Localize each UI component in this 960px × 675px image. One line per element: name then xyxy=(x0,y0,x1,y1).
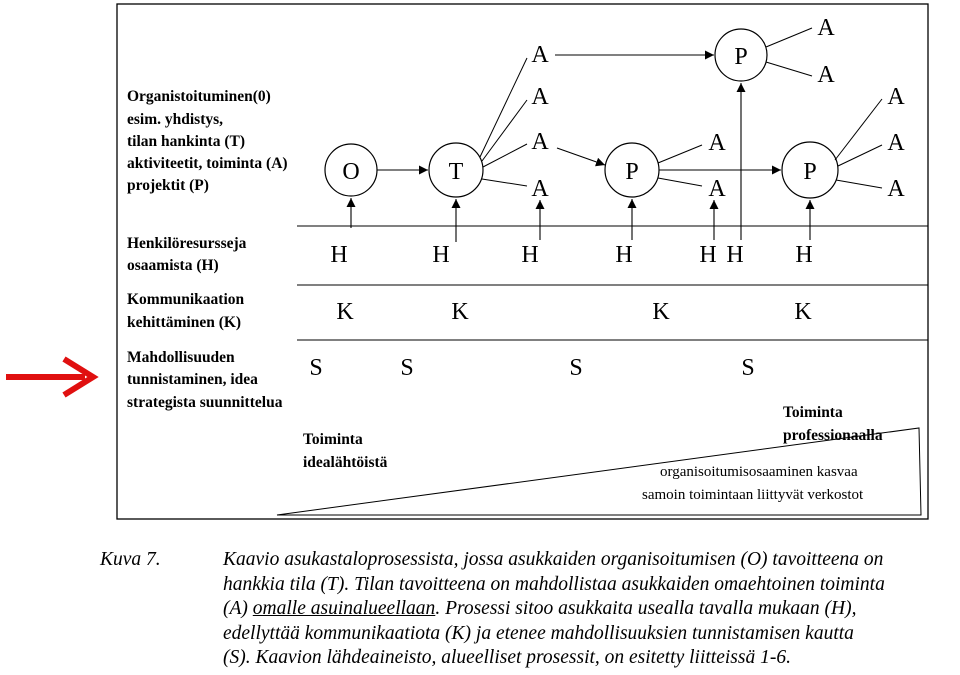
node-p-top xyxy=(714,28,768,82)
caption-segment: (A) xyxy=(223,598,253,619)
branch-line xyxy=(837,144,883,167)
a-letter: A xyxy=(531,176,549,202)
arrow-a-to-p xyxy=(556,147,606,167)
growth-note: organisoitumisosaaminen kasvaa samoin to… xyxy=(642,464,864,503)
a-letter: A xyxy=(708,130,726,156)
communication-label: Kommunikaation kehittäminen (K) xyxy=(127,291,248,331)
k-letter: K xyxy=(652,299,670,325)
k-letter: K xyxy=(794,299,812,325)
node-p-last xyxy=(781,141,839,199)
branch-line xyxy=(479,57,528,158)
branch-line xyxy=(765,27,813,48)
caption-line: edellyttää kommunikaatiota (K) ja etenee… xyxy=(223,622,854,644)
s-letter: S xyxy=(741,355,754,381)
organization-label: Organistoituminen(0) esim. yhdistys, til… xyxy=(127,88,291,194)
caption-line: hankkia tila (T). Tilan tavoitteena on m… xyxy=(223,573,885,595)
opportunity-label: Mahdollisuuden tunnistaminen, idea strat… xyxy=(127,349,283,411)
human-resources-label: Henkilöresursseja osaamista (H) xyxy=(127,235,250,274)
a-letter: A xyxy=(531,84,549,110)
a-letter: A xyxy=(817,15,835,41)
caption-line: (S). Kaavion lähdeaineisto, alueelliset … xyxy=(223,647,791,668)
figure-number: Kuva 7. xyxy=(100,549,161,570)
growth-wedge xyxy=(276,427,922,516)
node-p-top-label: P xyxy=(734,44,747,70)
process-diagram: Organistoituminen(0) esim. yhdistys, til… xyxy=(6,3,929,520)
h-letter: H xyxy=(795,242,812,268)
red-pointer-arrow-icon xyxy=(6,356,99,398)
branch-line xyxy=(765,61,813,77)
ideal-label: Toiminta idealähtöistä xyxy=(303,431,388,471)
branch-line xyxy=(482,143,528,168)
h-letter: H xyxy=(726,242,743,268)
caption-text: Kaavio asukastaloprosessista, jossa asuk… xyxy=(223,548,960,671)
h-letter: H xyxy=(521,242,538,268)
s-letter: S xyxy=(309,355,322,381)
node-t-label: T xyxy=(449,159,464,185)
node-t xyxy=(428,142,484,198)
a-letter: A xyxy=(887,176,905,202)
caption-line: (A) omalle asuinalueellaan. Prosessi sit… xyxy=(223,597,960,622)
caption-segment: . Prosessi sitoo asukkaita usealla taval… xyxy=(435,598,857,619)
a-letter: A xyxy=(817,62,835,88)
branch-line xyxy=(481,99,528,162)
a-letter: A xyxy=(887,84,905,110)
caption-line: Kaavio asukastaloprosessista, jossa asuk… xyxy=(223,549,884,570)
branch-line xyxy=(834,98,883,161)
h-letter: H xyxy=(699,242,716,268)
a-letter: A xyxy=(708,176,726,202)
caption-underlined: omalle asuinalueellaan xyxy=(252,598,436,619)
a-letter: A xyxy=(531,42,549,68)
k-letter: K xyxy=(336,299,354,325)
branch-line xyxy=(835,179,883,189)
a-letter: A xyxy=(531,129,549,155)
a-letter: A xyxy=(887,130,905,156)
branch-line xyxy=(481,178,528,187)
branch-line xyxy=(657,144,703,164)
node-p-first-label: P xyxy=(625,159,638,185)
node-p-last-label: P xyxy=(803,159,816,185)
h-letter: H xyxy=(432,242,449,268)
h-letter: H xyxy=(330,242,347,268)
diagram-frame xyxy=(116,3,929,520)
h-letter: H xyxy=(615,242,632,268)
s-letter: S xyxy=(569,355,582,381)
professional-label: Toiminta professionaalla xyxy=(783,404,883,444)
k-letter: K xyxy=(451,299,469,325)
node-o-label: O xyxy=(342,159,359,185)
branch-line xyxy=(657,177,703,187)
s-letter: S xyxy=(400,355,413,381)
